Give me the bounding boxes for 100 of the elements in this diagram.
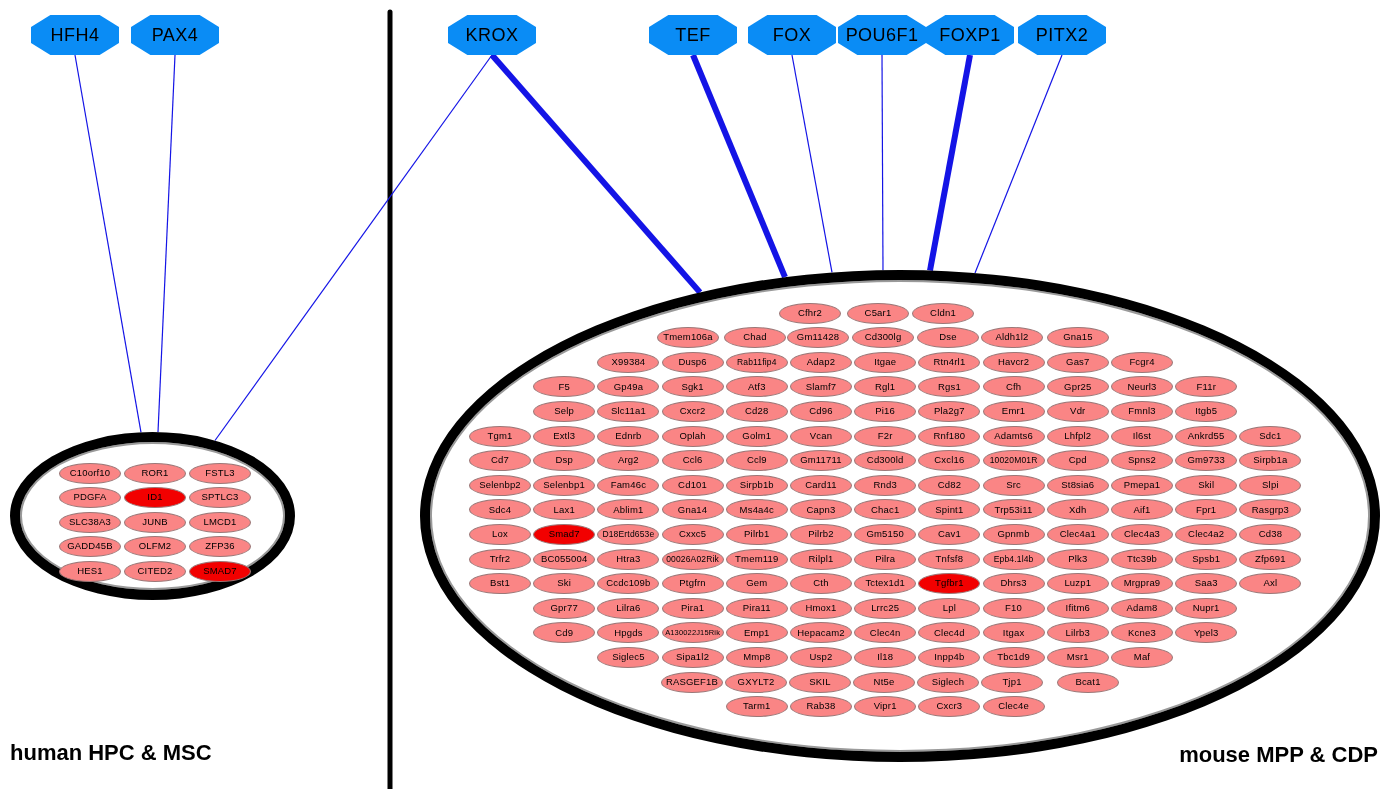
gene-ellipse: Trfr2 — [469, 548, 531, 570]
gene-ellipse: Ttc39b — [1111, 548, 1173, 570]
gene-ellipse: Selenbp1 — [533, 474, 596, 496]
gene-ellipse: Lox — [469, 523, 531, 545]
gene-ellipse: Hepacam2 — [790, 622, 852, 644]
gene-ellipse: Pla2g7 — [918, 400, 981, 422]
gene-ellipse: JUNB — [124, 511, 186, 533]
gene-ellipse: Lrrc25 — [854, 597, 917, 619]
gene-ellipse: Il6st — [1111, 425, 1173, 447]
gene-ellipse: Tarm1 — [725, 696, 788, 718]
gene-ellipse: Pilrb1 — [725, 523, 788, 545]
gene-ellipse: FSTL3 — [189, 462, 251, 484]
gene-ellipse: Gm9733 — [1175, 450, 1238, 472]
gene-ellipse: Rgl1 — [854, 376, 917, 398]
gene-ellipse: Rgs1 — [918, 376, 981, 398]
gene-ellipse: C5ar1 — [847, 302, 909, 324]
gene-ellipse: Ccl9 — [725, 450, 788, 472]
gene-ellipse: Mrgpra9 — [1111, 573, 1173, 595]
gene-ellipse: Selenbp2 — [469, 474, 531, 496]
gene-ellipse: Spns2 — [1111, 450, 1173, 472]
gene-ellipse: Cd96 — [790, 400, 852, 422]
gene-ellipse: 10020M01R — [982, 450, 1045, 472]
gene-ellipse: Clec4a3 — [1111, 523, 1173, 545]
group-caption: mouse MPP & CDP — [1179, 741, 1378, 769]
gene-ellipse: SMAD7 — [189, 560, 251, 582]
gene-ellipse: Adamts6 — [982, 425, 1045, 447]
gene-ellipse: F11r — [1175, 376, 1238, 398]
gene-ellipse: Plk3 — [1046, 548, 1109, 570]
gene-ellipse: Havcr2 — [982, 351, 1045, 373]
gene-ellipse: Usp2 — [790, 646, 852, 668]
gene-ellipse: Tjp1 — [981, 671, 1043, 693]
gene-ellipse: Golm1 — [725, 425, 788, 447]
gene-ellipse: Lilra6 — [597, 597, 660, 619]
gene-ellipse: CITED2 — [124, 560, 186, 582]
gene-ellipse: Fcgr4 — [1111, 351, 1173, 373]
gene-ellipse: Fpr1 — [1175, 499, 1238, 521]
gene-ellipse: Cav1 — [918, 523, 981, 545]
gene-ellipse: F2r — [854, 425, 917, 447]
gene-ellipse: Aif1 — [1111, 499, 1173, 521]
gene-ellipse: Gpr77 — [533, 597, 596, 619]
gene-ellipse: F5 — [533, 376, 596, 398]
gene-ellipse: BC055004 — [533, 548, 596, 570]
edge-line — [489, 53, 703, 295]
gene-ellipse: Cd101 — [661, 474, 724, 496]
gene-ellipse: Mmp8 — [725, 646, 788, 668]
gene-ellipse: Gpr25 — [1046, 376, 1109, 398]
gene-ellipse: Vipr1 — [854, 696, 917, 718]
gene-ellipse: Lhfpl2 — [1046, 425, 1109, 447]
gene-ellipse: Zfp691 — [1239, 548, 1302, 570]
gene-ellipse: Bst1 — [469, 573, 531, 595]
gene-ellipse: Vcan — [790, 425, 852, 447]
gene-ellipse: Pira11 — [725, 597, 788, 619]
gene-ellipse: D18Ertd653e — [597, 523, 660, 545]
gene-ellipse: St8sia6 — [1046, 474, 1109, 496]
gene-ellipse: 00026A02Rik — [661, 548, 724, 570]
gene-ellipse: Ypel3 — [1175, 622, 1238, 644]
gene-ellipse: Tgfbr1 — [918, 573, 981, 595]
gene-ellipse: Sipa1l2 — [661, 646, 724, 668]
gene-ellipse: Gm11711 — [790, 450, 852, 472]
gene-ellipse: Nt5e — [853, 671, 915, 693]
gene-ellipse: Src — [982, 474, 1045, 496]
gene-ellipse: PDGFA — [59, 487, 121, 508]
gene-ellipse: RASGEF1B — [661, 671, 723, 693]
edge-line — [74, 54, 142, 433]
gene-ellipse: Selp — [533, 400, 596, 422]
gene-ellipse: Rnd3 — [854, 474, 917, 496]
gene-ellipse: Fam46c — [597, 474, 660, 496]
gene-ellipse: Ms4a4c — [725, 499, 788, 521]
gene-ellipse: Cxcr2 — [661, 400, 724, 422]
gene-ellipse: Tnfsf8 — [918, 548, 981, 570]
gene-ellipse: Xdh — [1046, 499, 1109, 521]
gene-ellipse: Ccdc109b — [597, 573, 660, 595]
gene-ellipse: Chac1 — [854, 499, 917, 521]
gene-ellipse: X99384 — [597, 351, 660, 373]
gene-ellipse: Smad7 — [533, 523, 596, 545]
gene-ellipse: Lax1 — [533, 499, 596, 521]
gene-ellipse: Atf3 — [725, 376, 788, 398]
gene-ellipse: ZFP36 — [189, 536, 251, 557]
gene-ellipse: Tctex1d1 — [854, 573, 917, 595]
gene-ellipse: Clec4n — [854, 622, 917, 644]
gene-ellipse: Pira1 — [661, 597, 724, 619]
gene-ellipse: Lpl — [918, 597, 981, 619]
gene-ellipse: Luzp1 — [1046, 573, 1109, 595]
gene-ellipse: Htra3 — [597, 548, 660, 570]
gene-ellipse: ID1 — [124, 487, 186, 508]
gene-ellipse: Il18 — [854, 646, 917, 668]
gene-ellipse: Fmnl3 — [1111, 400, 1173, 422]
gene-ellipse: OLFM2 — [124, 536, 186, 557]
gene-ellipse: Gpnmb — [982, 523, 1045, 545]
gene-ellipse: Chad — [724, 327, 786, 349]
gene-ellipse: F10 — [982, 597, 1045, 619]
gene-ellipse: Ablim1 — [597, 499, 660, 521]
gene-ellipse: Inpp4b — [918, 646, 981, 668]
gene-ellipse: Pmepa1 — [1111, 474, 1173, 496]
gene-ellipse: Rtn4rl1 — [918, 351, 981, 373]
gene-ellipse: Slpi — [1239, 474, 1302, 496]
gene-ellipse: Aldh1l2 — [981, 327, 1043, 349]
gene-ellipse: Emp1 — [725, 622, 788, 644]
group-caption: human HPC & MSC — [10, 739, 212, 767]
gene-ellipse: Ski — [533, 573, 596, 595]
